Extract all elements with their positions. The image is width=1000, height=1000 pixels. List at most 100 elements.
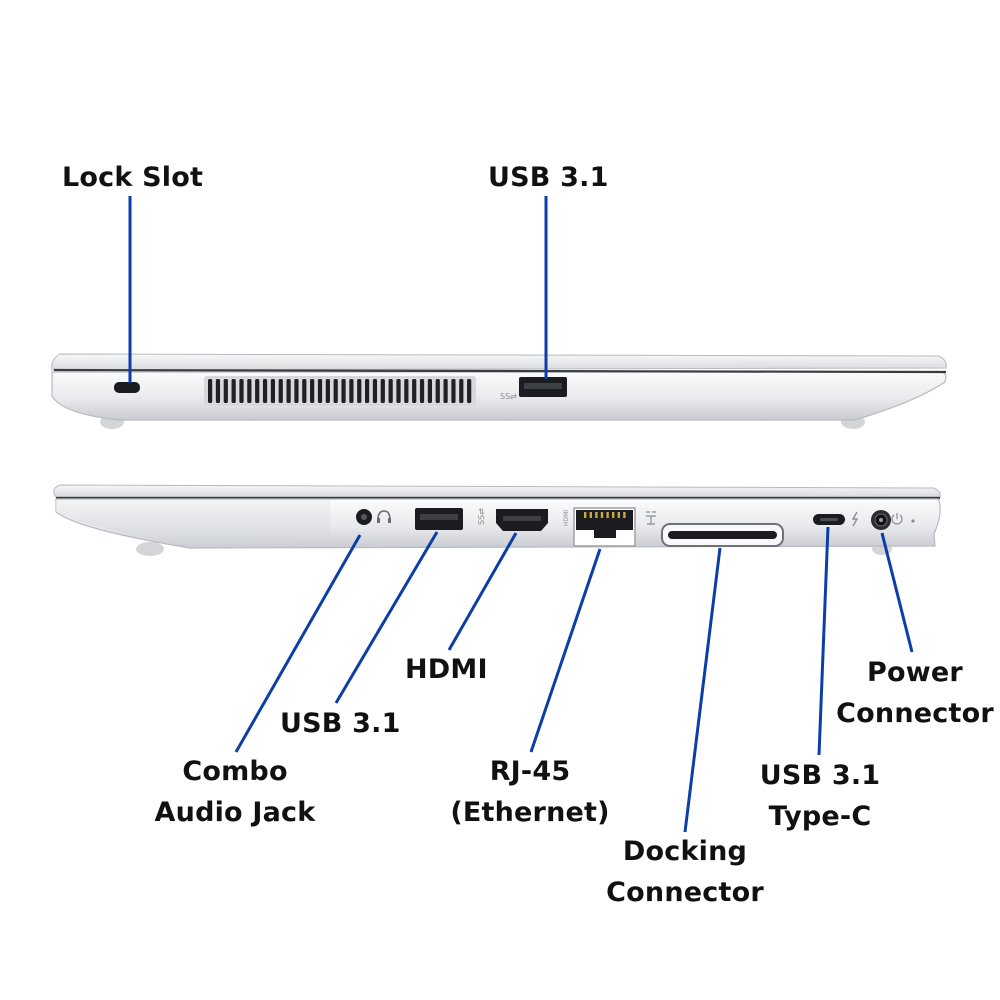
lock-slot-label: Lock Slot [62, 162, 204, 193]
vent-slat [459, 379, 464, 403]
vent-slat [255, 379, 260, 403]
vent-slat [365, 379, 370, 403]
hdmi-leader-line [447, 532, 518, 651]
power-leader-line [880, 532, 914, 653]
power-label-line-1: Power [867, 657, 963, 688]
usb-c-label-line-1: USB 3.1 [759, 760, 881, 791]
usb-c-leader-line [817, 526, 830, 756]
vent-slat [286, 379, 291, 403]
lock-slot-port [114, 382, 140, 393]
rj45-label-line-2: (Ethernet) [450, 797, 610, 828]
usb-a-leader-line [334, 531, 439, 704]
top-lid [51, 353, 947, 371]
vent-slat [325, 379, 330, 403]
vent-slat [223, 379, 228, 403]
vent-slat [388, 379, 393, 403]
hdmi-port-pins [503, 516, 541, 521]
vent-slat [451, 379, 456, 403]
vent-slat [317, 379, 323, 403]
vent-grille [204, 376, 476, 406]
vent-slat [412, 379, 417, 403]
top-laptop-side: SS⇄ [51, 196, 947, 429]
headphone-icon-cup-left [377, 518, 380, 523]
docking-label-line-2: Connector [606, 877, 764, 908]
docking-leader-line [683, 547, 722, 833]
usb-c-label: USB 3.1 Type-C [745, 755, 895, 837]
rj45-contact [623, 512, 626, 518]
vent-slat [467, 379, 472, 403]
vent-slat [208, 379, 213, 403]
combo-audio-port-inner [361, 514, 367, 520]
vent-slat [270, 379, 275, 403]
rj45-contact [617, 512, 620, 518]
vent-slat [380, 379, 385, 403]
vent-slat [278, 379, 283, 403]
vent-slat [294, 379, 299, 403]
vent-slat [404, 379, 409, 403]
vent-slat [262, 379, 268, 403]
hdmi-icon: HDMI [563, 510, 570, 526]
top-seam [53, 368, 947, 374]
usb-a-port-tongue [420, 514, 458, 520]
power-label: Power Connector [832, 652, 998, 734]
vent-slat [357, 379, 362, 403]
vent-slat [247, 379, 252, 403]
vent-slat [215, 379, 221, 403]
vent-slat [396, 379, 401, 403]
docking-connector-slot [668, 531, 777, 539]
top-base-body [51, 371, 947, 421]
vent-slat [310, 379, 315, 403]
rj45-label: RJ-45 (Ethernet) [430, 751, 630, 833]
rj45-leader-line [529, 548, 602, 753]
bottom-foot-left [136, 542, 164, 556]
thunderbolt-icon [851, 511, 859, 527]
top-usb-a-tongue [524, 383, 562, 389]
usb-c-label-line-2: Type-C [768, 801, 872, 832]
vent-slat [333, 379, 338, 403]
superspeed-usb-icon-top: SS⇄ [500, 392, 517, 401]
rj45-port-pins [584, 512, 626, 518]
combo-audio-label-line-1: Combo [182, 756, 288, 787]
rj45-port-notch [594, 530, 616, 538]
combo-audio-leader-line [234, 534, 362, 753]
vent-slat [372, 379, 378, 403]
docking-label: Docking Connector [590, 831, 780, 913]
vent-slat [349, 379, 354, 403]
rj45-contact [595, 512, 598, 518]
usb-c-port-tongue [820, 518, 838, 521]
hdmi-label: HDMI [405, 654, 488, 685]
headphone-icon-cup-right [388, 518, 391, 523]
vent-slat [419, 379, 425, 403]
combo-audio-label-line-2: Audio Jack [154, 797, 316, 828]
rj45-contact [600, 512, 604, 518]
rj45-contact [584, 512, 587, 518]
vent-slat [435, 379, 440, 403]
network-icon [646, 511, 656, 525]
bottom-laptop-side: SS⇄ HDMI [53, 484, 941, 833]
docking-label-line-1: Docking [622, 836, 748, 867]
vent-slat [341, 379, 346, 403]
combo-audio-label: Combo Audio Jack [132, 751, 338, 833]
rj45-contact [606, 512, 609, 518]
vent-slat [443, 379, 448, 403]
rj45-contact [589, 512, 592, 518]
bottom-left-wedge [56, 500, 330, 546]
superspeed-usb-icon: SS⇄ [477, 508, 486, 525]
headphone-icon [377, 510, 391, 521]
power-led [911, 519, 915, 523]
power-connector-pin [879, 518, 883, 522]
bottom-lid [53, 484, 941, 498]
vent-grille-frame [204, 376, 476, 406]
vent-slat [231, 379, 236, 403]
top-usb-label: USB 3.1 [488, 162, 609, 193]
vent-slat [239, 379, 244, 403]
power-icon [891, 513, 903, 525]
vent-slat [302, 379, 307, 403]
usb-a-label: USB 3.1 [280, 708, 401, 739]
rj45-contact [612, 512, 615, 518]
power-label-line-2: Connector [836, 698, 994, 729]
rj45-label-line-1: RJ-45 [489, 756, 571, 787]
vent-slat [427, 379, 432, 403]
